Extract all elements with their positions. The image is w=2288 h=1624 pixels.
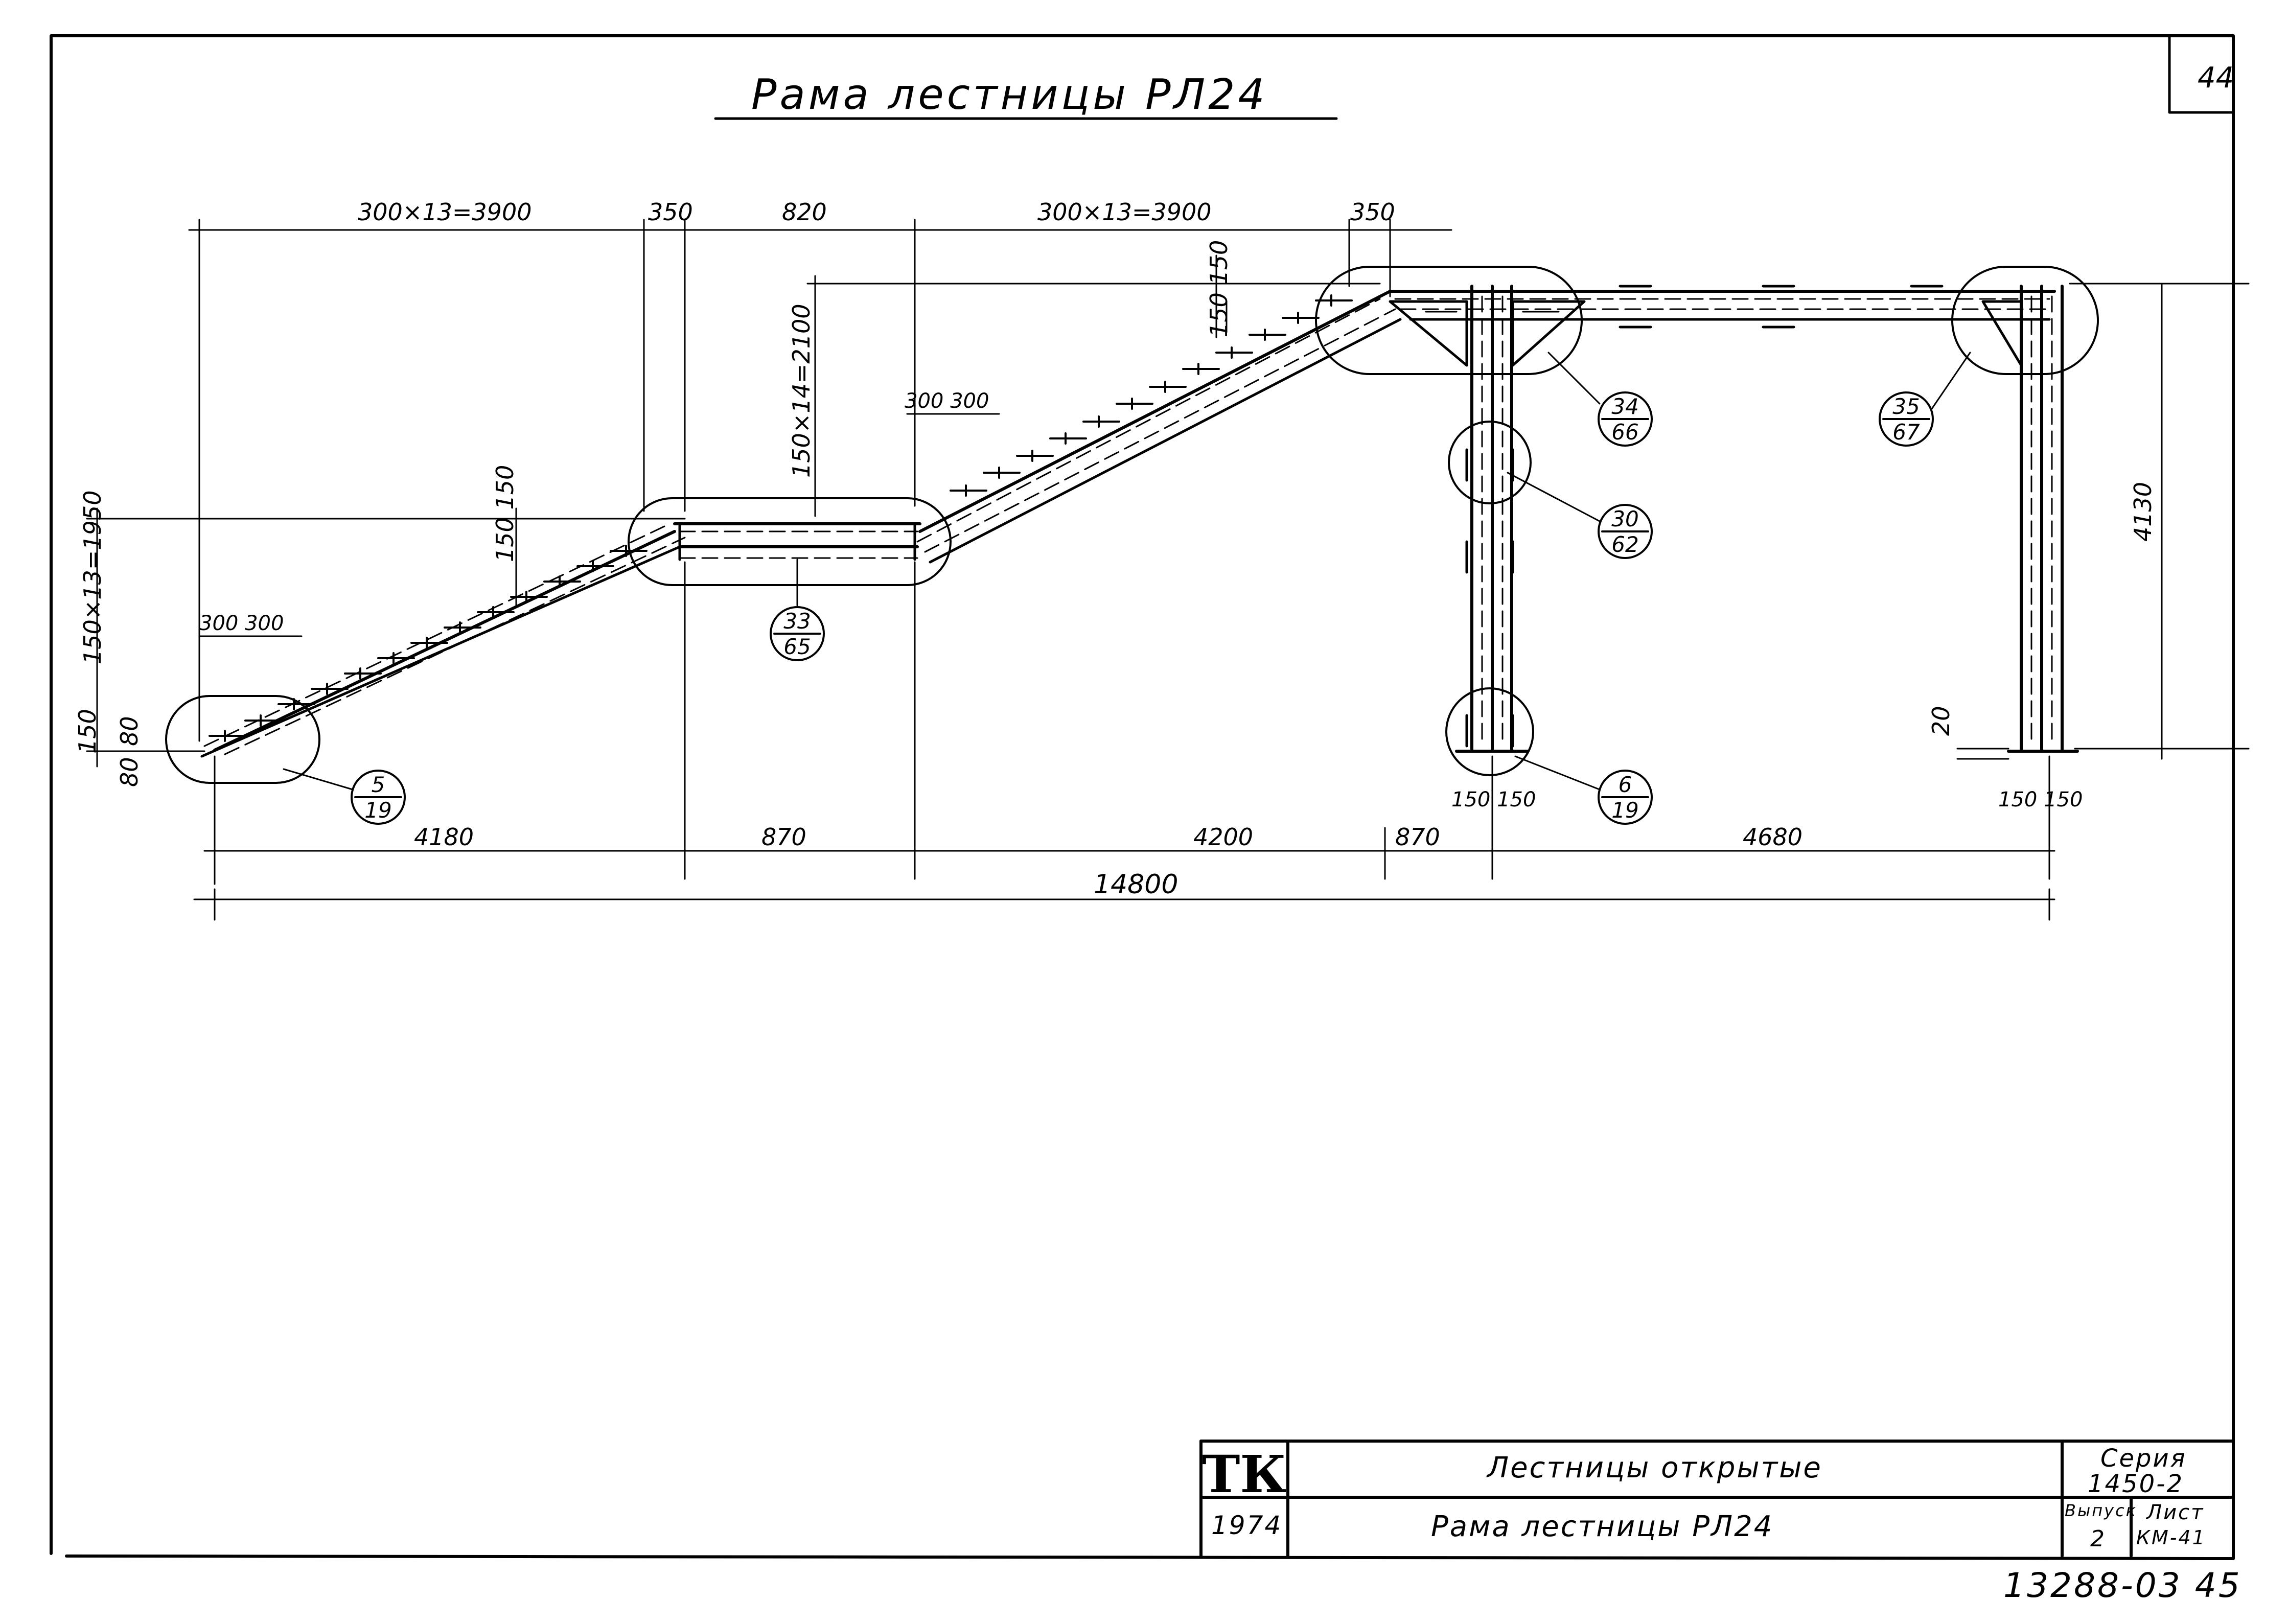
dim-bot-4200: 4200 <box>1193 823 1254 851</box>
dim-base-80a: 80 <box>115 716 143 746</box>
title-block-issue-label: Выпуск <box>2065 1501 2137 1520</box>
detail-outlines <box>165 266 2099 784</box>
callout-5-top: 5 <box>371 772 385 797</box>
dim-top-350-b: 350 <box>1350 198 1395 226</box>
upper-platform-beam <box>1389 290 2056 321</box>
drawing-title: Рама лестницы РЛ24 <box>751 71 1268 119</box>
upper-stringer <box>916 290 1402 564</box>
dimension-lines <box>86 219 2250 921</box>
callout-35-top: 35 <box>1892 394 1920 419</box>
dim-top-820: 820 <box>782 198 827 226</box>
lower-landing-beam <box>673 522 921 559</box>
dim-bot-4180: 4180 <box>414 823 474 851</box>
title-block <box>1199 1440 2235 1558</box>
dim-riser-lower: 150 150 <box>491 465 519 562</box>
dim-tread-upper: 300 300 <box>905 389 989 413</box>
dim-col-150-150-a: 150 150 <box>1451 788 1536 811</box>
lower-stringer <box>200 525 686 758</box>
dim-riser-upper: 150 150 <box>1205 240 1233 337</box>
gusset-right <box>1981 300 2023 367</box>
sheet-number-box <box>2168 34 2235 114</box>
lower-treads <box>209 545 648 742</box>
title-block-year: 1974 <box>1211 1511 1283 1540</box>
dim-total: 14800 <box>1094 869 1178 900</box>
callout-circles <box>351 391 1934 825</box>
title-block-series-label: Серия <box>2100 1444 2187 1473</box>
sheet-frame <box>50 34 2235 1560</box>
column-right <box>2007 285 2079 753</box>
callout-30-top: 30 <box>1611 506 1639 531</box>
title-block-line2: Рама лестницы РЛ24 <box>1431 1510 1774 1543</box>
dim-base-80b: 80 <box>115 757 143 787</box>
dim-bot-870a: 870 <box>761 823 806 851</box>
callout-34-bottom: 66 <box>1611 420 1639 445</box>
callout-35-bottom: 67 <box>1892 420 1920 445</box>
callout-33-top: 33 <box>783 609 811 634</box>
document-code: 13288-03 45 <box>2003 1566 2242 1605</box>
gusset-left-b <box>1511 300 1586 367</box>
tk-stamp: ТК <box>1202 1444 1287 1504</box>
dim-bot-4680: 4680 <box>1743 823 1803 851</box>
dim-base-20: 20 <box>1927 706 1955 736</box>
title-block-series-value: 1450-2 <box>2088 1470 2184 1498</box>
dim-bot-870b: 870 <box>1395 823 1440 851</box>
dim-top-flight2: 300×13=3900 <box>1037 198 1212 226</box>
dim-rise-lower: 150×13=1950 <box>79 490 106 665</box>
gusset-left-a <box>1389 300 1468 367</box>
dim-col-150-150-b: 150 150 <box>1998 788 2083 811</box>
bolt-marks <box>678 285 2064 748</box>
dim-top-350-a: 350 <box>648 198 693 226</box>
title-block-line1: Лестницы открытые <box>1487 1451 1822 1484</box>
dim-base-150: 150 <box>74 709 101 754</box>
title-block-sheet-value: КМ-41 <box>2136 1526 2206 1549</box>
callout-6-bottom: 19 <box>1611 798 1639 823</box>
callout-6-top: 6 <box>1618 772 1632 797</box>
dim-rise-upper: 150×14=2100 <box>788 304 815 478</box>
dim-height-4130: 4130 <box>2129 481 2157 542</box>
dim-tread-lower: 300 300 <box>199 612 284 635</box>
callout-30-bottom: 62 <box>1611 532 1639 557</box>
callout-5-bottom: 19 <box>364 798 392 823</box>
callout-33-bottom: 65 <box>783 634 811 659</box>
callout-34-top: 34 <box>1611 394 1639 419</box>
sheet-number: 44 <box>2198 61 2234 95</box>
upper-treads <box>950 294 1353 497</box>
title-block-sheet-label: Лист <box>2146 1501 2205 1524</box>
leader-lines <box>283 352 1971 791</box>
title-block-issue-value: 2 <box>2090 1526 2106 1552</box>
dim-top-flight1: 300×13=3900 <box>358 198 532 226</box>
